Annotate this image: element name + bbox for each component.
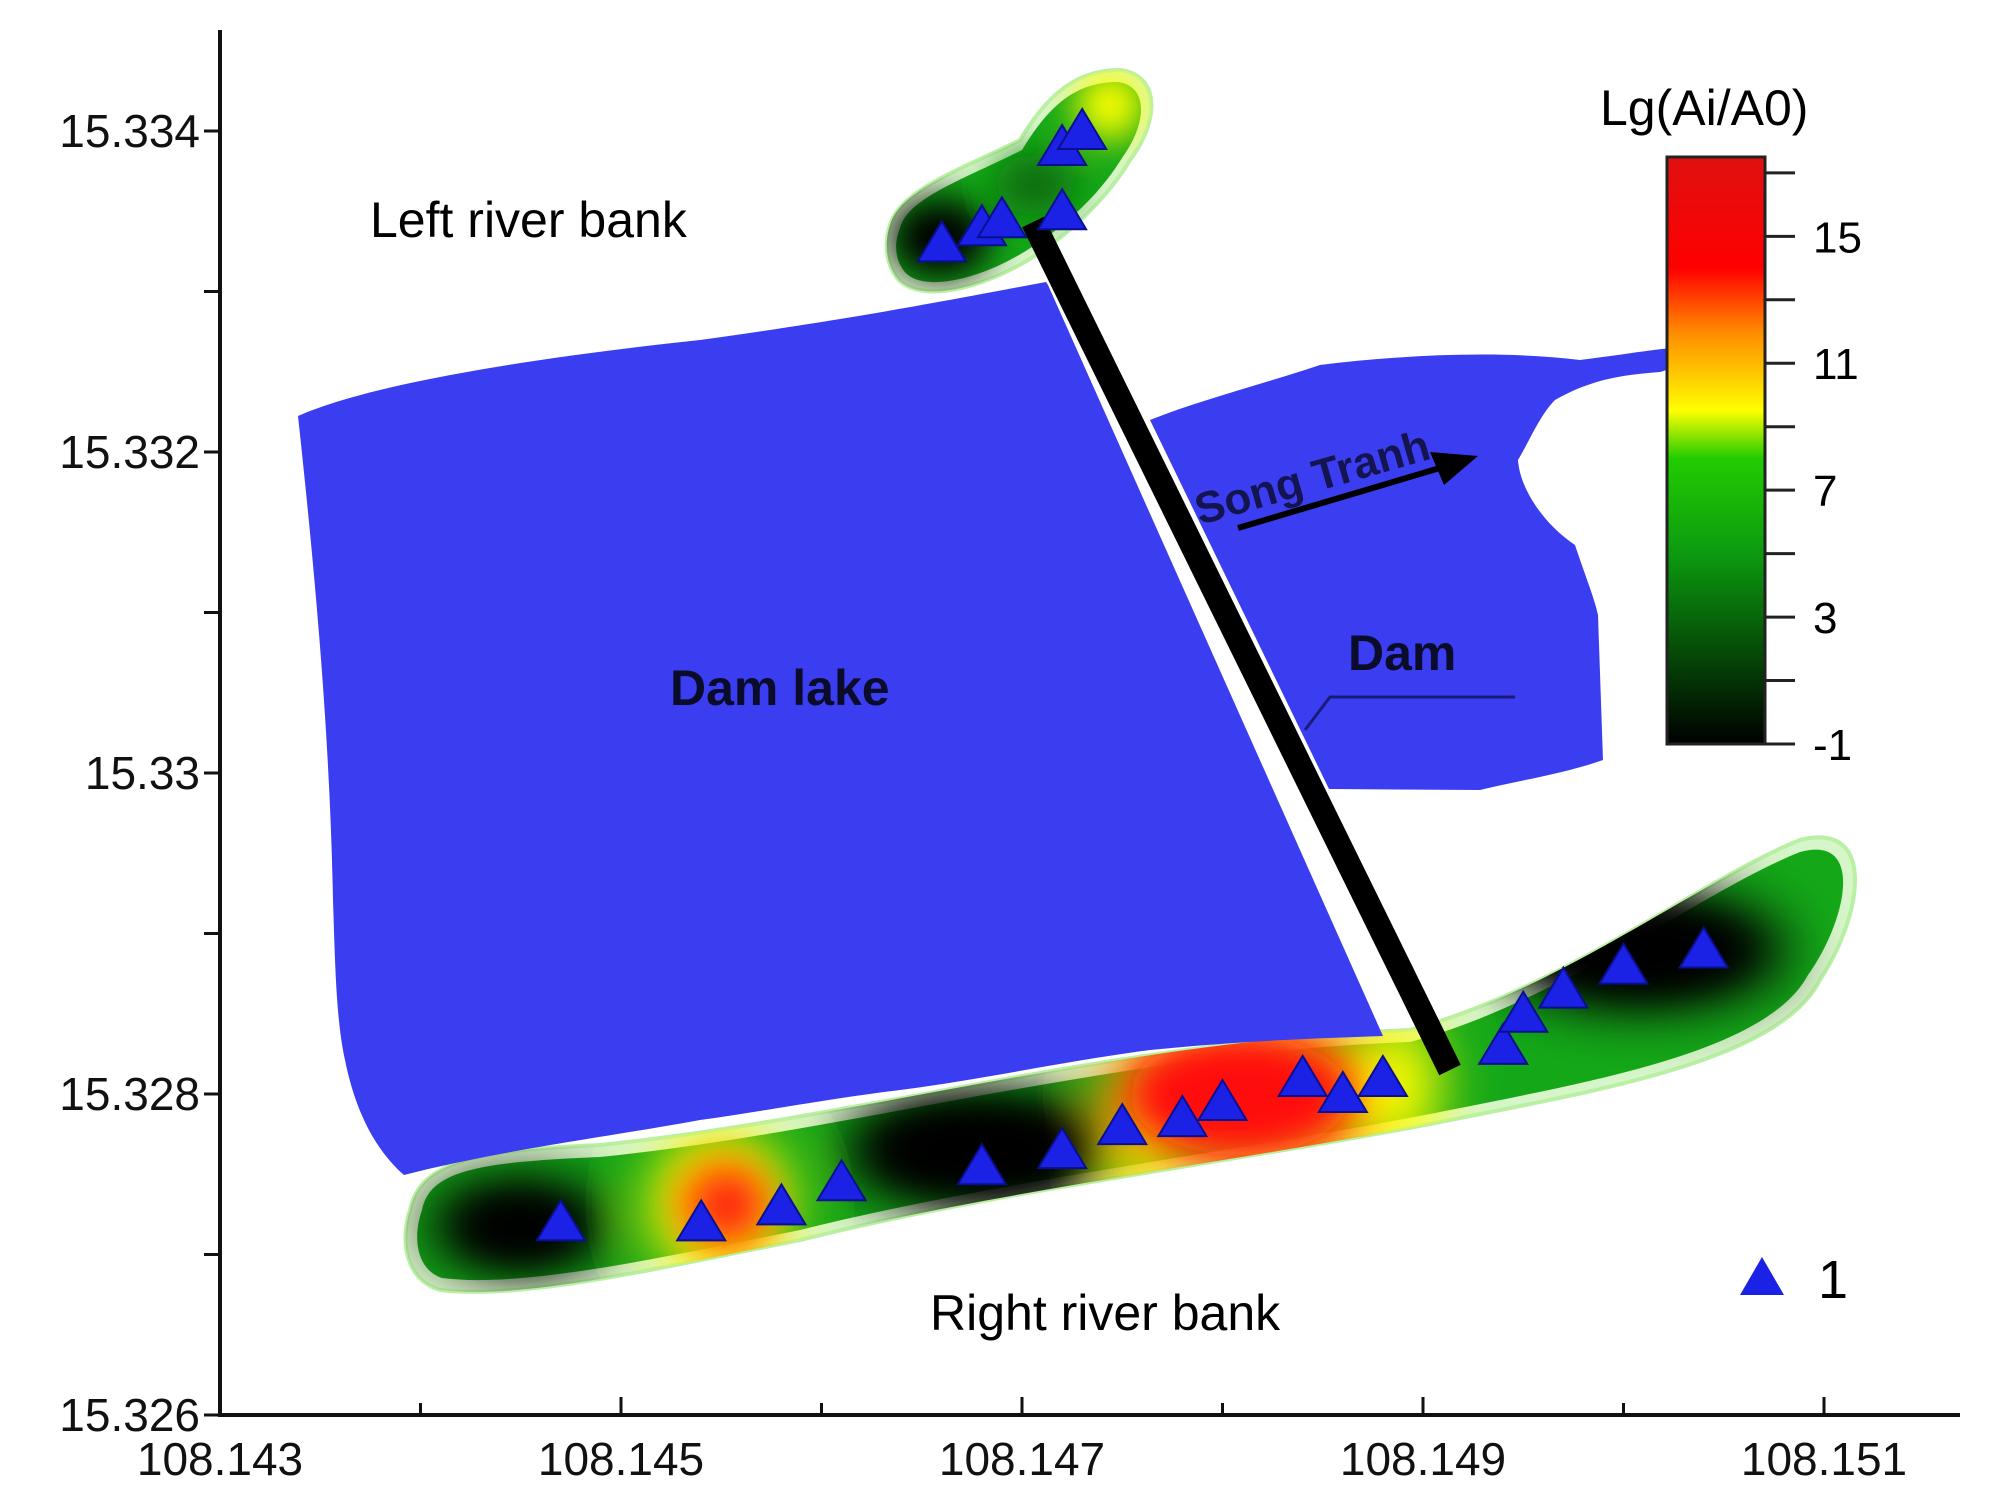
y-tick-label: 15.334 bbox=[59, 105, 200, 157]
left-bank-label: Left river bank bbox=[370, 192, 688, 248]
station-marker bbox=[675, 1198, 727, 1242]
dam-label: Dam bbox=[1348, 625, 1456, 681]
station-marker bbox=[1096, 1102, 1149, 1146]
station-marker bbox=[1036, 187, 1088, 231]
station-marker bbox=[976, 195, 1028, 239]
scale-tick-label: 3 bbox=[1813, 594, 1837, 643]
station-marker bbox=[1597, 941, 1650, 985]
station-marker bbox=[815, 1158, 868, 1202]
dam-line bbox=[1022, 216, 1461, 1076]
x-tick-label: 108.151 bbox=[1741, 1433, 1907, 1485]
station-marker bbox=[1156, 1094, 1209, 1138]
dam-lake-shape bbox=[298, 282, 1383, 1175]
y-tick-label: 15.328 bbox=[59, 1068, 200, 1120]
river-flow-arrow bbox=[1237, 452, 1478, 531]
axes: 108.143 108.145 108.147 108.149 108.151 15.3… bbox=[59, 30, 1960, 1485]
legend: 1 bbox=[1740, 1250, 1848, 1310]
legend-label: 1 bbox=[1818, 1250, 1848, 1310]
station-marker bbox=[1497, 989, 1550, 1033]
station-marker bbox=[535, 1198, 587, 1242]
right-bank-label: Right river bank bbox=[930, 1285, 1281, 1341]
station-markers bbox=[535, 107, 1730, 1242]
y-tick-label: 15.33 bbox=[85, 747, 200, 799]
station-marker bbox=[1317, 1070, 1369, 1113]
station-marker bbox=[1196, 1078, 1249, 1122]
dam-label-pointer bbox=[1303, 695, 1515, 731]
song-tranh-river-shape bbox=[1150, 348, 1675, 790]
y-axis-ticks: 15.326 15.328 15.33 15.332 15.334 bbox=[59, 105, 220, 1441]
scale-tick-label: 7 bbox=[1813, 467, 1837, 516]
station-marker bbox=[1276, 1054, 1329, 1097]
x-axis-ticks: 108.143 108.145 108.147 108.149 108.151 bbox=[137, 1397, 1907, 1485]
station-marker bbox=[956, 1142, 1008, 1186]
scale-tick-label: -1 bbox=[1813, 721, 1852, 770]
y-tick-label: 15.326 bbox=[59, 1389, 200, 1441]
station-marker bbox=[755, 1182, 808, 1226]
x-tick-label: 108.145 bbox=[538, 1433, 704, 1485]
station-marker bbox=[1056, 107, 1108, 150]
scale-tick-label: 15 bbox=[1813, 213, 1862, 262]
color-scale-ticks: 15 11 7 3 -1 bbox=[1765, 171, 1862, 770]
station-marker bbox=[1357, 1054, 1409, 1097]
station-marker bbox=[1677, 925, 1730, 969]
station-marker bbox=[1036, 1126, 1088, 1170]
legend-triangle-icon bbox=[1740, 1257, 1784, 1295]
color-scale-title: Lg(Ai/A0) bbox=[1600, 80, 1808, 136]
y-tick-label: 15.332 bbox=[59, 426, 200, 478]
color-scale: Lg(Ai/A0) 15 11 7 3 -1 bbox=[1600, 80, 1862, 770]
x-tick-label: 108.143 bbox=[137, 1433, 303, 1485]
scale-tick-label: 11 bbox=[1813, 340, 1859, 389]
station-marker bbox=[1537, 965, 1590, 1009]
x-tick-label: 108.149 bbox=[1340, 1433, 1506, 1485]
station-marker bbox=[916, 219, 968, 263]
station-marker bbox=[1477, 1021, 1529, 1065]
x-tick-label: 108.147 bbox=[939, 1433, 1105, 1485]
color-scale-bar bbox=[1665, 155, 1767, 746]
dam-lake-label: Dam lake bbox=[670, 660, 890, 716]
